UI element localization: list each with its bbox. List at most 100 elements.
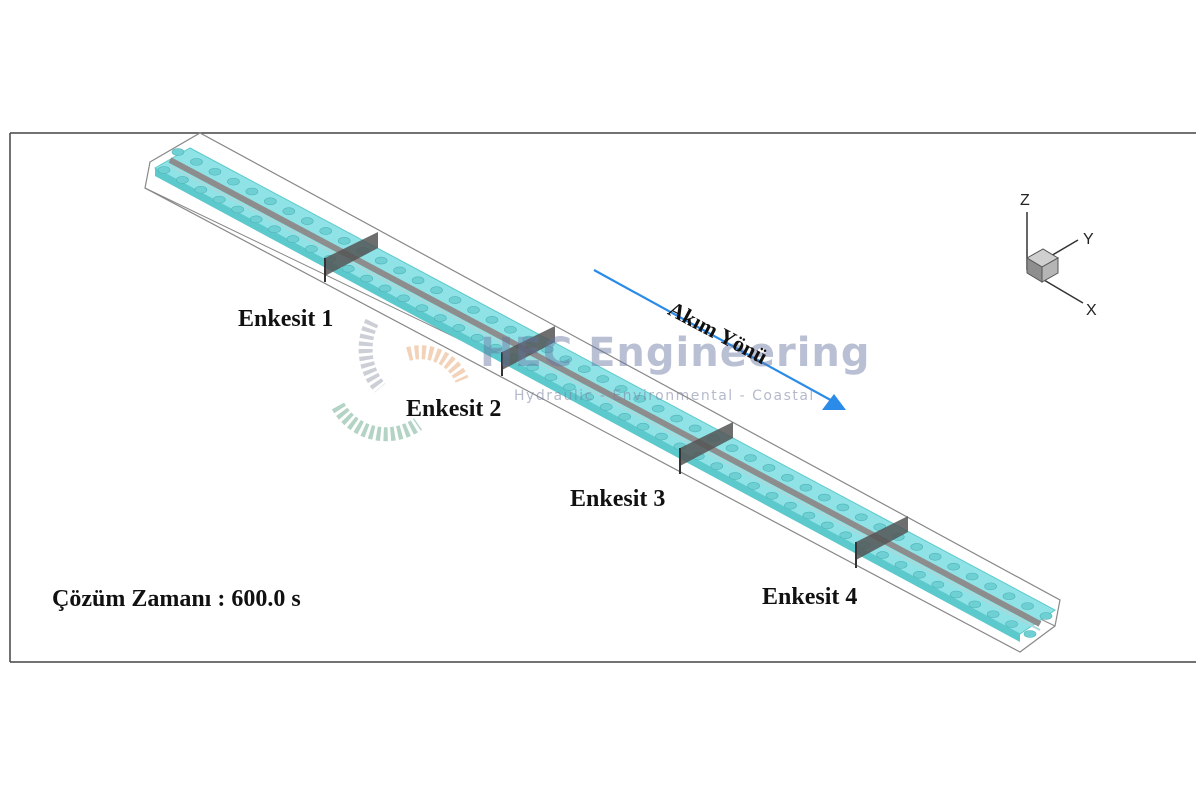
roughness-bump: [374, 256, 388, 265]
axis-z-label: Z: [1020, 192, 1030, 209]
roughness-bump: [762, 464, 776, 472]
cross-section-4: [855, 516, 908, 568]
roughness-bump: [596, 375, 610, 383]
roughness-bump: [171, 148, 185, 156]
roughness-bump: [378, 284, 392, 293]
roughness-bump: [655, 432, 668, 441]
watermark-title: HEC Engineering: [480, 330, 871, 376]
roughness-bump: [415, 304, 429, 313]
roughness-bump: [986, 610, 1000, 619]
roughness-bump: [965, 572, 979, 581]
roughness-bump: [636, 422, 650, 431]
roughness-bump: [264, 197, 277, 206]
roughness-bump: [337, 237, 351, 245]
cross-section-2: [501, 326, 555, 376]
water-front-face: [155, 168, 1020, 642]
center-rail: [168, 157, 1042, 627]
roughness-bump: [526, 363, 539, 372]
roughness-bump: [1002, 592, 1016, 601]
roughness-bump: [670, 414, 683, 423]
roughness-bump: [599, 403, 613, 411]
roughness-bump: [319, 227, 333, 235]
roughness-bump: [300, 217, 314, 225]
roughness-bump: [341, 264, 355, 273]
section-label-2: Enkesit 2: [406, 396, 502, 422]
roughness-bump: [947, 562, 960, 571]
roughness-bump: [176, 176, 189, 184]
roughness-bump: [836, 503, 850, 512]
cross-section-3: [679, 422, 733, 474]
roughness-bump: [784, 501, 797, 510]
roughness-bump: [688, 424, 702, 433]
roughness-bump: [434, 314, 447, 322]
roughness-row-lower: [157, 166, 1037, 638]
roughness-bump: [393, 266, 406, 275]
axis-cube-right: [1041, 257, 1059, 283]
roughness-bump: [618, 413, 631, 421]
flow-arrow-shaft: [593, 269, 837, 404]
section-label-1: Enkesit 1: [238, 306, 334, 332]
roughness-bump: [799, 483, 813, 492]
roughness-bump: [968, 600, 982, 609]
roughness-bump: [467, 306, 480, 314]
roughness-bump: [928, 552, 942, 561]
roughness-bump: [855, 513, 868, 522]
roughness-bump: [728, 472, 742, 480]
roughness-bump: [984, 582, 997, 591]
roughness-bump: [208, 167, 222, 176]
roughness-bump: [876, 551, 889, 559]
roughness-bump: [305, 245, 318, 253]
roughness-bump: [489, 343, 502, 352]
roughness-bump: [245, 187, 259, 196]
axis-triad: [1026, 212, 1084, 304]
roughness-bump: [194, 185, 208, 194]
roughness-bump: [559, 355, 573, 364]
roughness-bump: [802, 511, 816, 520]
watermark-logo: [331, 318, 469, 442]
roughness-bump: [1023, 630, 1037, 638]
roughness-bump: [651, 404, 665, 413]
roughness-bump: [821, 521, 834, 530]
roughness-bump: [839, 531, 853, 540]
roughness-bump: [411, 276, 425, 285]
roughness-bump: [1005, 620, 1018, 628]
roughness-bump: [581, 393, 595, 401]
roughness-bump: [485, 316, 499, 324]
roughness-bump: [894, 561, 908, 569]
roughness-bump: [818, 493, 831, 502]
roughness-bump: [913, 570, 926, 579]
roughness-bump: [268, 225, 281, 234]
roughness-bump: [430, 286, 443, 295]
roughness-bump: [231, 205, 245, 214]
watermark-subtitle: Hydraulic - Environmental - Coastal: [514, 388, 815, 404]
roughness-bump: [397, 294, 410, 303]
flow-arrow-head: [822, 394, 846, 410]
roughness-bump: [470, 334, 484, 342]
roughness-bump: [1021, 602, 1034, 610]
roughness-bump: [544, 373, 558, 382]
roughness-bump: [286, 235, 300, 243]
roughness-bump: [448, 296, 462, 304]
cross-section-1: [324, 232, 378, 282]
axis-x-label: X: [1086, 302, 1097, 319]
axis-y-label: Y: [1083, 231, 1094, 248]
roughness-bump: [1039, 612, 1053, 620]
roughness-bump: [747, 482, 760, 490]
roughness-bump: [190, 158, 203, 166]
roughness-bump: [710, 462, 724, 470]
roughness-bump: [725, 444, 739, 452]
roughness-bump: [765, 491, 779, 500]
roughness-bump: [227, 177, 240, 186]
roughness-bump: [614, 385, 628, 393]
roughness-bump: [744, 454, 757, 462]
roughness-bump: [633, 395, 647, 403]
roughness-bump: [249, 215, 263, 224]
roughness-bump: [212, 195, 226, 204]
solution-time-label: Çözüm Zamanı : 600.0 s: [52, 586, 301, 612]
roughness-bump: [452, 324, 466, 332]
roughness-bump: [931, 580, 945, 589]
roughness-row-upper: [171, 148, 1053, 620]
roughness-bump: [157, 166, 171, 174]
roughness-bump: [781, 473, 794, 482]
